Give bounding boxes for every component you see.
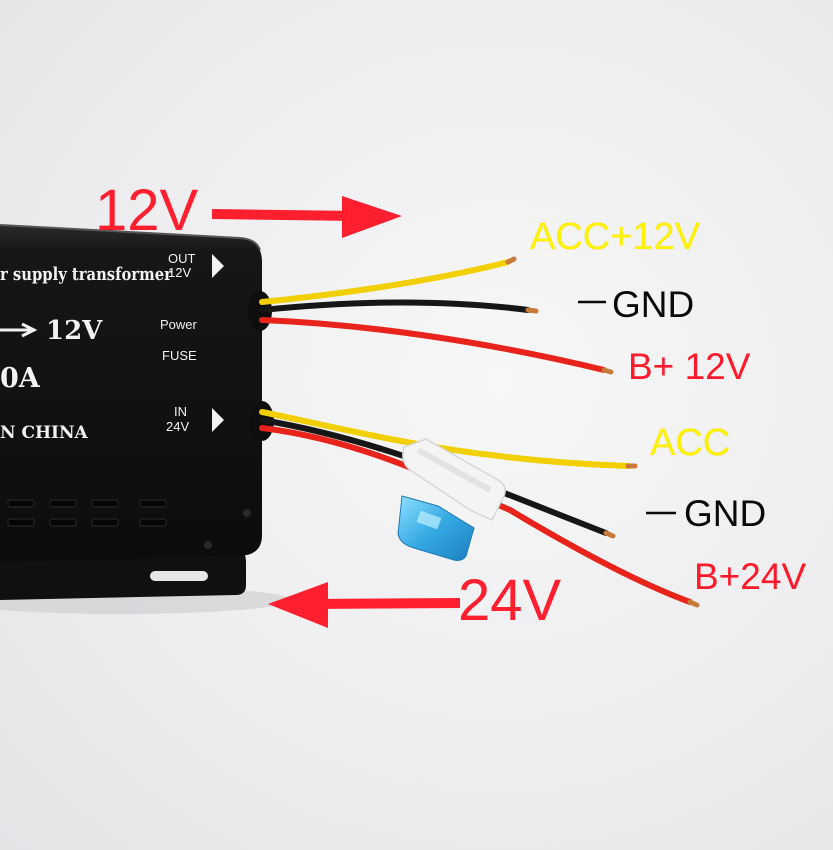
device-top-edge xyxy=(0,224,261,251)
in-label: IN xyxy=(174,404,187,419)
out-red-wire xyxy=(259,317,607,373)
converter-device xyxy=(0,224,274,600)
in-voltage-label: 24V xyxy=(166,419,190,434)
device-title: r supply transformer xyxy=(0,264,172,285)
out-black-wire xyxy=(259,299,531,313)
flange-slot xyxy=(150,571,208,581)
out-gnd-label: GND xyxy=(612,284,695,325)
direction-arrow-icon xyxy=(0,322,38,338)
out-yellow-wire xyxy=(259,259,511,305)
device-housing xyxy=(0,225,262,562)
device-current-rating: 0A xyxy=(0,363,40,394)
in-red-wire xyxy=(259,425,693,605)
output-direction-arrow xyxy=(211,196,402,238)
output-wires xyxy=(259,256,614,375)
in-acc-label: ACC xyxy=(650,422,731,464)
out-bplus-label: B+ 12V xyxy=(628,346,751,387)
fuse-label: FUSE xyxy=(162,348,197,363)
device-output-rating: 12V xyxy=(46,316,103,346)
in-arrow-icon xyxy=(212,408,224,432)
out-arrow-icon xyxy=(212,254,224,278)
out-voltage-label: 12V xyxy=(168,265,192,280)
vent-slots xyxy=(7,499,167,527)
input-voltage-label: 24V xyxy=(458,568,562,633)
in-gnd-label: GND xyxy=(684,493,767,534)
output-voltage-label: 12V xyxy=(95,178,199,243)
fuse-holder xyxy=(397,438,506,561)
in-bplus-label: B+24V xyxy=(694,556,807,597)
input-direction-arrow xyxy=(268,582,461,628)
out-acc-label: ACC+12V xyxy=(530,216,701,258)
power-label: Power xyxy=(160,317,197,332)
housing-screw xyxy=(204,541,212,549)
device-origin: N CHINA xyxy=(0,423,88,443)
housing-screw xyxy=(243,509,251,517)
fuse-holder-clip xyxy=(402,438,506,521)
out-label: OUT xyxy=(168,251,196,266)
device-base-flange xyxy=(0,548,246,600)
